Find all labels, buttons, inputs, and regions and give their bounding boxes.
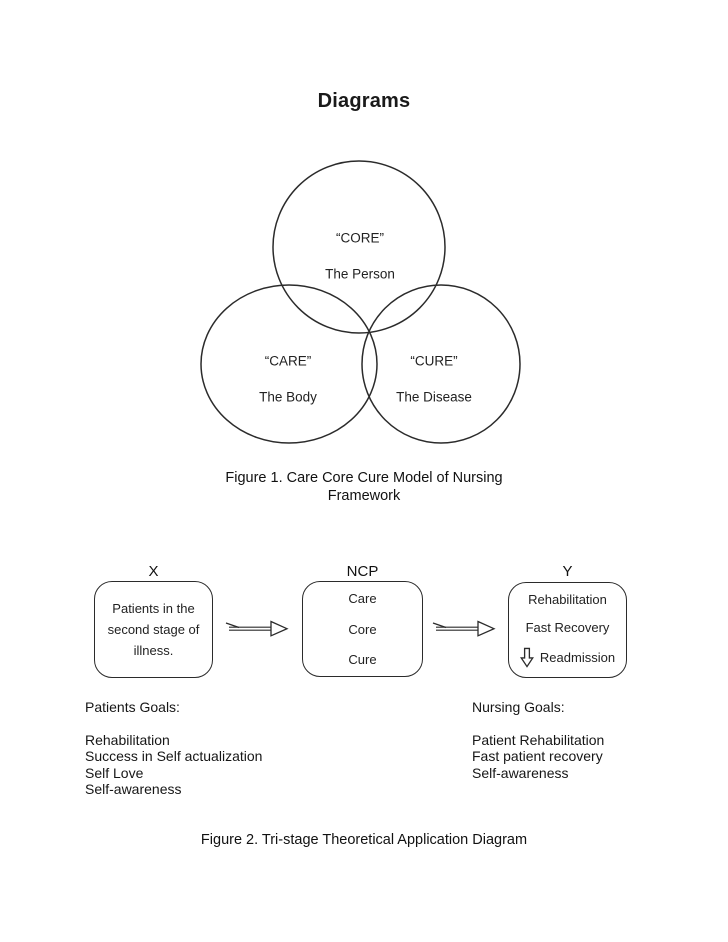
stage-x-label: X <box>148 563 159 580</box>
care-circle <box>200 284 378 444</box>
figure1-caption-line2: Framework <box>327 488 401 504</box>
patient-goals-heading: Patients Goals: <box>85 699 180 715</box>
ncp-item-cure: Cure <box>348 652 377 667</box>
patient-goal-item: Self-awareness <box>85 781 182 797</box>
stage-ncp-label: NCP <box>346 563 379 580</box>
care-label: “CARE” <box>264 353 312 369</box>
nursing-goal-item: Patient Rehabilitation <box>472 731 605 748</box>
nursing-goal-item: Fast patient recovery <box>472 748 603 764</box>
core-label: “CORE” <box>336 230 384 246</box>
core-circle <box>272 160 446 334</box>
nursing-goals-column: Nursing Goals: Patient Rehabilitation Fa… <box>472 699 604 781</box>
figure1-caption: Figure 1. Care Core Cure Model of Nursin… <box>0 469 728 505</box>
ncp-item-core: Core <box>348 621 377 637</box>
nursing-goal-item: Self-awareness <box>472 764 569 781</box>
flow-arrow-x-to-ncp-icon <box>225 620 289 637</box>
y-item-rehabilitation: Rehabilitation <box>528 592 607 607</box>
y-item-fast-recovery: Fast Recovery <box>525 619 610 635</box>
stage-ncp-box: Care Core Cure <box>302 581 423 677</box>
cure-sublabel: The Disease <box>396 389 472 405</box>
care-core-cure-venn-diagram <box>200 160 521 444</box>
ncp-item-care: Care <box>348 591 377 606</box>
stage-x-line3: illness. <box>133 643 174 658</box>
stage-x-text: Patients in the second stage of illness. <box>95 582 212 677</box>
figure2-caption: Figure 2. Tri-stage Theoretical Applicat… <box>200 832 528 848</box>
patient-goal-item: Self Love <box>85 764 144 781</box>
stage-x-line2: second stage of <box>107 622 200 637</box>
patient-goals-column: Patients Goals: Rehabilitation Success i… <box>85 699 262 798</box>
figure1-caption-line1: Figure 1. Care Core Cure Model of Nursin… <box>225 470 503 486</box>
flow-arrow-ncp-to-y-icon <box>432 620 496 637</box>
cure-label: “CURE” <box>410 353 458 369</box>
stage-ncp-items: Care Core Cure <box>303 582 422 676</box>
care-sublabel: The Body <box>259 389 317 405</box>
y-item-readmission-row: Readmission <box>519 647 616 668</box>
stage-y-box: Rehabilitation Fast Recovery Readmission <box>508 582 627 678</box>
patient-goal-item: Rehabilitation <box>85 731 170 748</box>
stage-x-box: Patients in the second stage of illness. <box>94 581 213 678</box>
core-sublabel: The Person <box>325 266 395 282</box>
stage-x-line1: Patients in the <box>112 601 195 616</box>
stage-y-items: Rehabilitation Fast Recovery Readmission <box>509 583 626 677</box>
nursing-goals-heading: Nursing Goals: <box>472 699 565 715</box>
page-title: Diagrams <box>317 90 411 112</box>
hollow-down-arrow-icon <box>519 647 534 668</box>
stage-y-label: Y <box>562 563 573 580</box>
cure-circle <box>361 284 521 444</box>
y-item-readmission: Readmission <box>539 650 616 665</box>
patient-goal-item: Success in Self actualization <box>85 748 263 764</box>
